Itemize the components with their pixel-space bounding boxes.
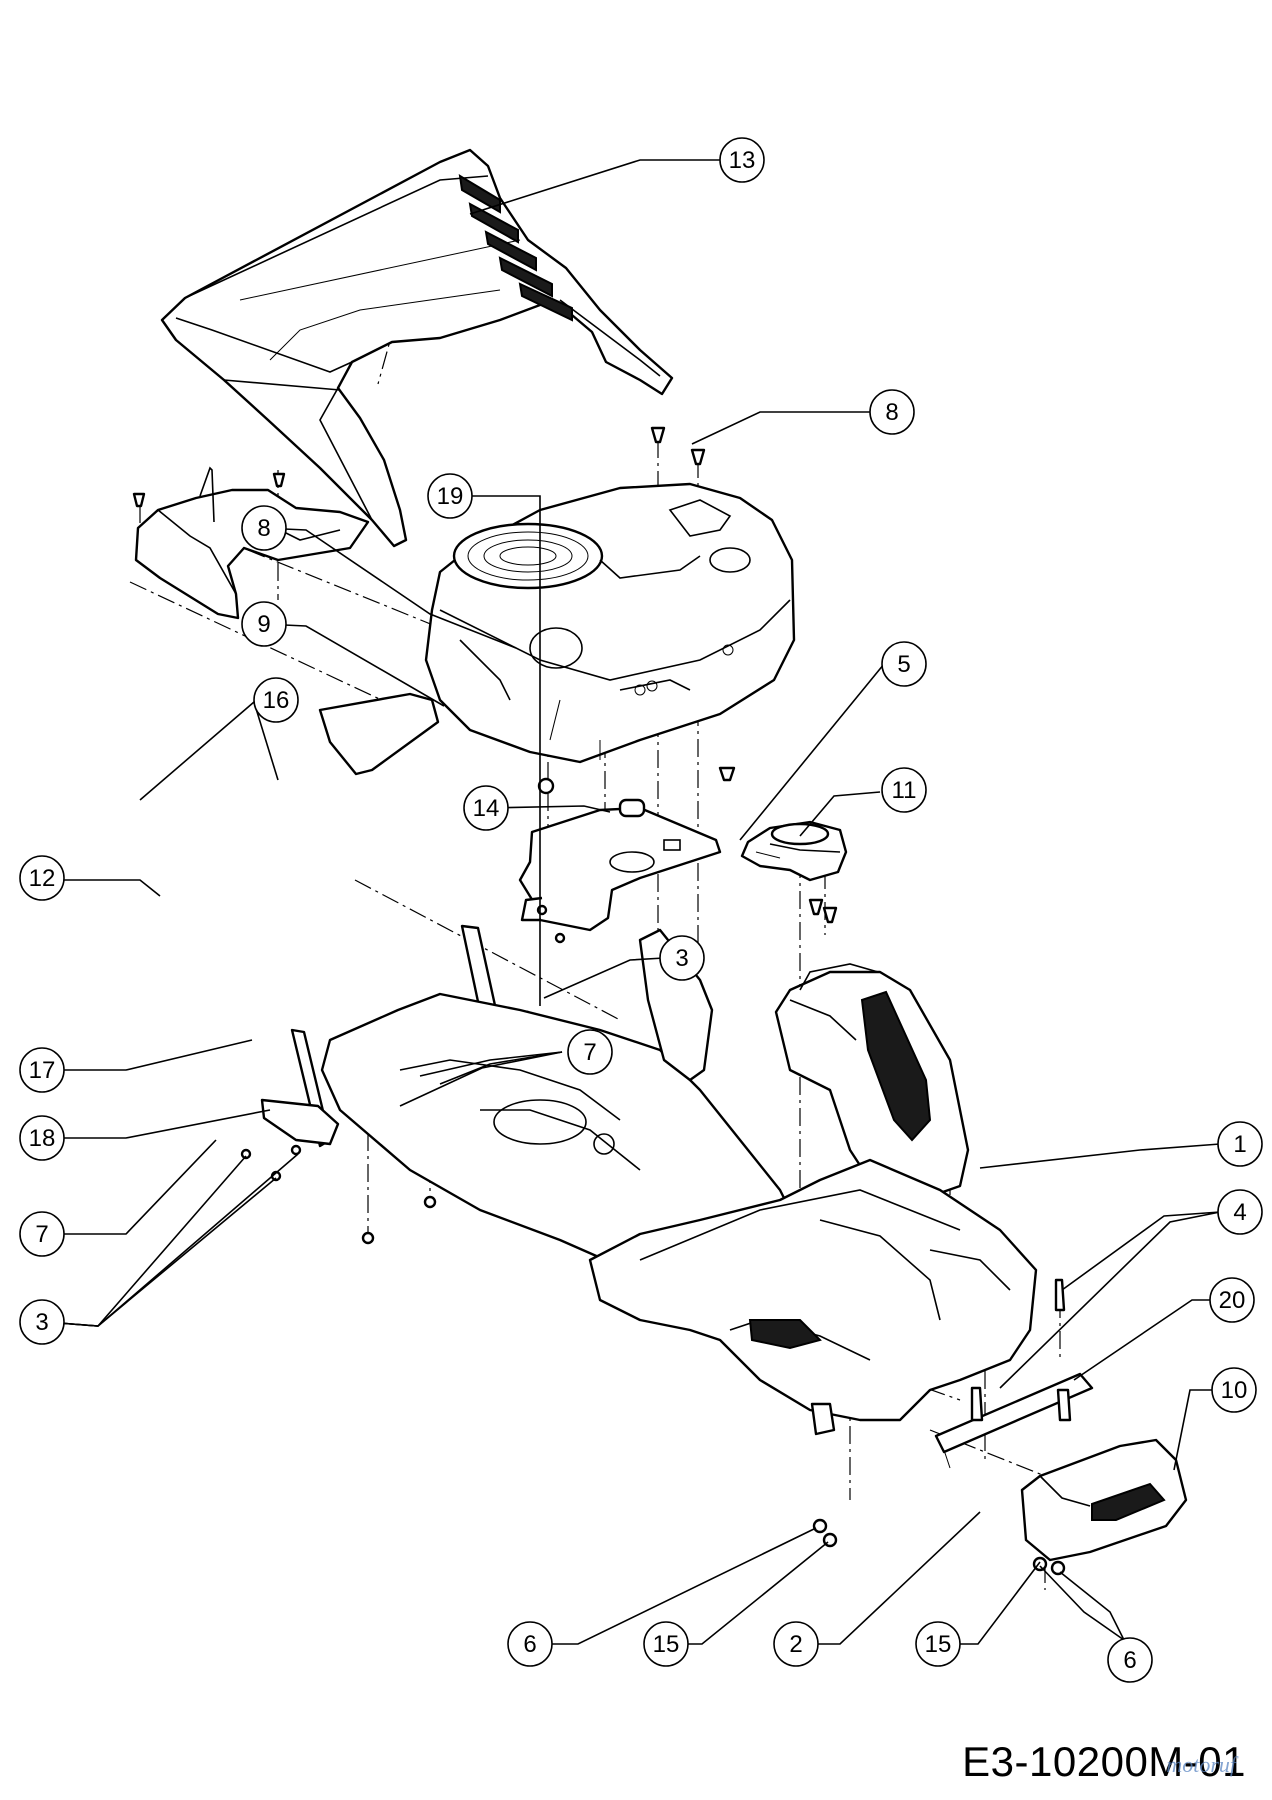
callout-circle bbox=[869, 389, 915, 435]
callout-c13: 13 bbox=[719, 137, 765, 183]
front-bumper-bracket bbox=[934, 1372, 1094, 1469]
callout-c10: 10 bbox=[1211, 1367, 1257, 1413]
callout-c12: 12 bbox=[19, 855, 65, 901]
callout-circle bbox=[773, 1621, 819, 1667]
callout-c17: 17 bbox=[19, 1047, 65, 1093]
watermark-text: motoruf bbox=[1166, 1752, 1236, 1777]
callout-c14: 14 bbox=[463, 785, 509, 831]
callout-circle bbox=[463, 785, 509, 831]
callout-c8b: 8 bbox=[241, 505, 287, 551]
callout-number: 11 bbox=[892, 777, 917, 804]
callout-number: 5 bbox=[897, 651, 910, 678]
callout-circle bbox=[427, 473, 473, 519]
callout-c3a: 3 bbox=[659, 935, 705, 981]
callout-number: 3 bbox=[675, 945, 688, 972]
callout-number: 3 bbox=[35, 1309, 48, 1336]
callout-c16: 16 bbox=[253, 677, 299, 723]
callout-c18: 18 bbox=[19, 1115, 65, 1161]
callout-number: 18 bbox=[29, 1125, 56, 1152]
diagram-code: E3-10200M-01 bbox=[962, 1738, 1246, 1785]
callout-circle bbox=[241, 601, 287, 647]
callout-circle bbox=[881, 641, 927, 687]
callout-circle bbox=[659, 935, 705, 981]
callout-circle bbox=[1107, 1637, 1153, 1683]
dashboard-support-plate bbox=[518, 777, 722, 932]
callout-c19: 19 bbox=[427, 473, 473, 519]
callout-number: 7 bbox=[35, 1221, 48, 1248]
callout-number: 6 bbox=[523, 1631, 536, 1658]
callout-c7a: 7 bbox=[567, 1029, 613, 1075]
callout-number: 8 bbox=[257, 515, 270, 542]
callout-circle bbox=[643, 1621, 689, 1667]
callout-circle bbox=[915, 1621, 961, 1667]
callout-c7b: 7 bbox=[19, 1211, 65, 1257]
callout-number: 17 bbox=[29, 1057, 56, 1084]
front-bumper bbox=[1020, 1438, 1188, 1562]
steering-tower bbox=[774, 963, 970, 1202]
callout-number: 1 bbox=[1233, 1131, 1246, 1158]
callout-number: 2 bbox=[789, 1631, 802, 1658]
callout-circle bbox=[1217, 1121, 1263, 1167]
callout-c15b: 15 bbox=[915, 1621, 961, 1667]
callout-number: 14 bbox=[473, 795, 500, 822]
callout-c9: 9 bbox=[241, 601, 287, 647]
callout-circle bbox=[881, 767, 927, 813]
callout-c5: 5 bbox=[881, 641, 927, 687]
callout-circle bbox=[253, 677, 299, 723]
callout-circle bbox=[19, 1211, 65, 1257]
callout-circle bbox=[19, 1299, 65, 1345]
callout-number: 9 bbox=[257, 611, 270, 638]
callout-c6a: 6 bbox=[507, 1621, 553, 1667]
callout-circle bbox=[719, 137, 765, 183]
hood-dashboard bbox=[424, 482, 796, 764]
callout-number: 16 bbox=[263, 687, 290, 714]
callout-number: 4 bbox=[1233, 1199, 1246, 1226]
callout-number: 10 bbox=[1221, 1377, 1248, 1404]
callout-number: 8 bbox=[885, 399, 898, 426]
assembly-center-lines bbox=[129, 261, 1081, 1590]
callout-c2: 2 bbox=[773, 1621, 819, 1667]
callout-circle bbox=[567, 1029, 613, 1075]
fender-vent-slots bbox=[458, 174, 573, 322]
callout-circle bbox=[241, 505, 287, 551]
callout-circle bbox=[1217, 1189, 1263, 1235]
callout-circle bbox=[19, 855, 65, 901]
callout-circle bbox=[1211, 1367, 1257, 1413]
chassis-frame bbox=[320, 928, 1038, 1436]
callout-circle bbox=[19, 1047, 65, 1093]
callout-circle bbox=[1209, 1277, 1255, 1323]
callout-number: 13 bbox=[729, 147, 756, 174]
callout-number: 12 bbox=[29, 865, 56, 892]
callout-c6b: 6 bbox=[1107, 1637, 1153, 1683]
callout-c1: 1 bbox=[1217, 1121, 1263, 1167]
rear-fender-panel bbox=[160, 148, 674, 548]
leader-lines bbox=[45, 159, 1221, 1645]
callout-c8a: 8 bbox=[869, 389, 915, 435]
watermark-logo: motoruf bbox=[1166, 1752, 1236, 1778]
callout-number: 20 bbox=[1219, 1287, 1246, 1314]
steering-column-cover bbox=[740, 820, 848, 882]
callout-number: 7 bbox=[583, 1039, 596, 1066]
callout-c15a: 15 bbox=[643, 1621, 689, 1667]
callout-circle bbox=[507, 1621, 553, 1667]
callout-c4: 4 bbox=[1217, 1189, 1263, 1235]
callout-c3b: 3 bbox=[19, 1299, 65, 1345]
callout-circle bbox=[19, 1115, 65, 1161]
callout-c11: 11 bbox=[881, 767, 927, 813]
callout-number: 15 bbox=[925, 1631, 952, 1658]
callout-number: 15 bbox=[653, 1631, 680, 1658]
callout-number: 6 bbox=[1123, 1647, 1136, 1674]
callout-number: 19 bbox=[437, 483, 464, 510]
callout-c20: 20 bbox=[1209, 1277, 1255, 1323]
